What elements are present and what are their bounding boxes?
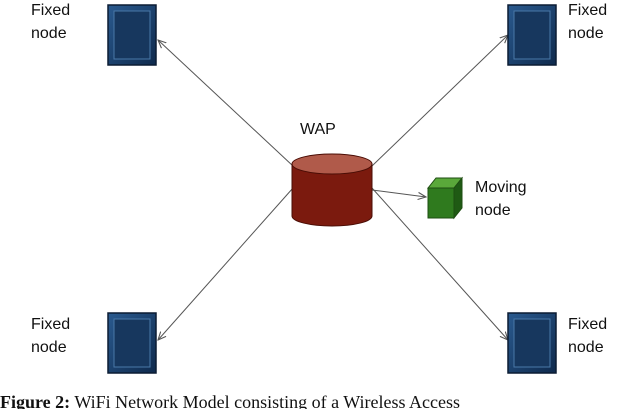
figure-caption: Figure 2: WiFi Network Model consisting … (0, 391, 640, 409)
fixed-node-bottom-right-label-2: node (568, 339, 604, 356)
fixed-node-top-left-label-2: node (31, 25, 67, 42)
fixed-node-bottom-left-label-2: node (31, 339, 67, 356)
fixed-node-top-right-label-2: node (568, 25, 604, 42)
moving-node-cube-icon (426, 176, 464, 220)
fixed-node-bottom-right-label-1: Fixed (568, 316, 607, 333)
moving-node-label-1: Moving (475, 179, 527, 196)
fixed-node-top-right-label-1: Fixed (568, 2, 607, 19)
link-to-top-right (371, 35, 508, 167)
fixed-node-top-right (507, 4, 557, 66)
fixed-node-bottom-left (107, 312, 157, 374)
fixed-node-top-left (107, 4, 157, 66)
link-to-top-left (158, 40, 294, 167)
fixed-node-bottom-right (507, 312, 557, 374)
fixed-node-top-left-label-1: Fixed (31, 2, 70, 19)
wap-label: WAP (300, 121, 336, 138)
moving-node-label-2: node (475, 202, 511, 219)
figure-number: Figure 2: (0, 392, 71, 409)
wap-cylinder-icon (291, 153, 373, 227)
fixed-node-bottom-left-label-1: Fixed (31, 316, 70, 333)
link-to-bottom-left (158, 187, 294, 340)
links (158, 35, 508, 340)
caption-text: WiFi Network Model consisting of a Wirel… (74, 392, 460, 409)
link-to-bottom-right (371, 187, 508, 340)
link-to-moving-node (371, 189, 426, 197)
